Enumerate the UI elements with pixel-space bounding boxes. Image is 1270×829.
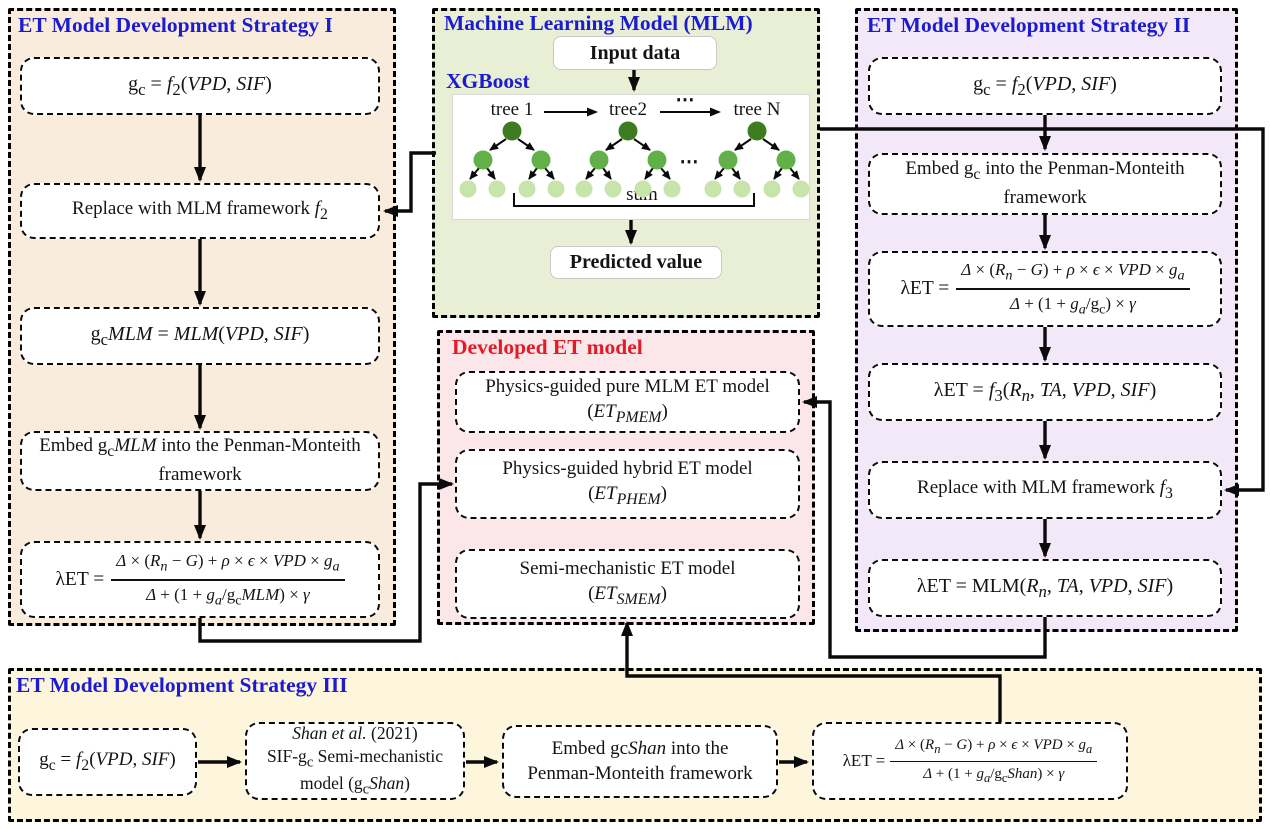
tree-n-label: tree N — [733, 99, 781, 120]
strategy-1-title: ET Model Development Strategy I — [18, 13, 333, 37]
developed-et-model-title: Developed ET model — [452, 335, 643, 359]
developed-box-phem: Physics-guided hybrid ET model (ETPHEM) — [455, 449, 800, 519]
input-data-box: Input data — [553, 36, 717, 70]
s3-step-lambda-et-formula: λET = Δ × (Rn − G) + ρ × ϵ × VPD × ga Δ … — [812, 722, 1128, 800]
s3-step-embed-gcshan: Embed gcShan into the Penman-Monteith fr… — [502, 725, 778, 798]
sum-label: sum — [626, 184, 658, 205]
strategy-3-title: ET Model Development Strategy III — [16, 673, 348, 697]
tree-2-label: tree2 — [609, 99, 647, 120]
predicted-value-box: Predicted value — [550, 246, 722, 279]
ellipsis-top-icon: ⋯ — [675, 90, 695, 111]
s1-step-embed-gcmlm: Embed gcMLM into the Penman-Monteith fra… — [20, 431, 380, 491]
strategy-2-title: ET Model Development Strategy II — [867, 13, 1191, 37]
s1-step-lambda-et-formula: λET = Δ × (Rn − G) + ρ × ϵ × VPD × ga Δ … — [20, 541, 380, 618]
xgboost-label: XGBoost — [446, 69, 530, 93]
s2-step-replace-mlm-f3: Replace with MLM framework f3 — [868, 461, 1222, 519]
mlm-title: Machine Learning Model (MLM) — [444, 11, 753, 35]
s1-step-gc-equation: gc = f2(VPD, SIF) — [20, 57, 380, 115]
tree-1-label: tree 1 — [490, 99, 534, 120]
s2-step-lambda-f3: λET = f3(Rn, TA, VPD, SIF) — [868, 363, 1222, 421]
s3-step-shan-model: Shan et al. (2021) SIF-gc Semi-mechanist… — [245, 722, 465, 800]
s2-step-embed-gc: Embed gc into the Penman-Monteith framew… — [868, 153, 1222, 215]
developed-box-pmem: Physics-guided pure MLM ET model (ETPMEM… — [455, 371, 800, 433]
ellipsis-mid-icon: ⋯ — [679, 152, 699, 173]
s1-step-replace-mlm-f2: Replace with MLM framework f2 — [20, 183, 380, 239]
s1-step-gcmlm-equation: gcMLM = MLM(VPD, SIF) — [20, 307, 380, 365]
developed-box-smem: Semi-mechanistic ET model (ETSMEM) — [455, 549, 800, 619]
s2-step-lambda-et-pm-formula: λET = Δ × (Rn − G) + ρ × ϵ × VPD × ga Δ … — [868, 251, 1222, 327]
s2-step-gc-equation: gc = f2(VPD, SIF) — [868, 57, 1222, 115]
s2-step-lambda-mlm: λET = MLM(Rn, TA, VPD, SIF) — [868, 559, 1222, 617]
s3-step-gc-equation: gc = f2(VPD, SIF) — [18, 728, 197, 796]
